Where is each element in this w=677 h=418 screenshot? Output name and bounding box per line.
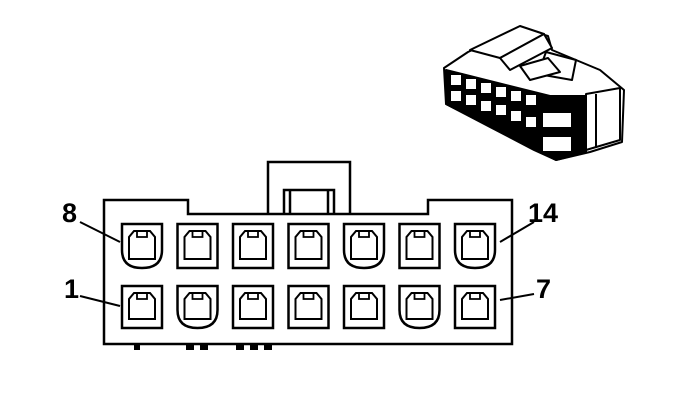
terminal-notch	[469, 293, 481, 300]
cavity-pin-3	[231, 284, 275, 330]
cavity-pin-6	[398, 284, 441, 330]
cavity-pin-9	[176, 222, 219, 270]
terminal-notch	[358, 293, 370, 300]
cavity-pin-14	[453, 222, 497, 270]
terminal-notch	[191, 231, 204, 238]
terminal-notch	[302, 293, 315, 300]
pin-label-7: 7	[536, 274, 551, 304]
terminal-outline	[461, 230, 489, 260]
terminal-outline	[128, 230, 156, 260]
terminal-outline	[405, 230, 434, 260]
terminal-notch	[302, 231, 315, 238]
cavity-pin-12	[342, 222, 386, 270]
terminal-notch	[413, 231, 426, 238]
terminal-notch	[191, 293, 204, 300]
terminal-notch	[136, 293, 148, 300]
terminal-notch	[247, 231, 259, 238]
connector-front-view	[102, 160, 514, 350]
terminal-notch	[469, 231, 481, 238]
terminal-outline	[183, 230, 212, 260]
leader-line-1	[79, 295, 121, 307]
connector-isometric-view	[443, 25, 625, 161]
terminal-outline	[405, 292, 434, 320]
cavity-pin-5	[342, 284, 386, 330]
terminal-outline	[461, 292, 489, 320]
cavity-pin-1	[120, 284, 164, 330]
cavity-pin-2	[176, 284, 219, 330]
terminal-outline	[183, 292, 212, 320]
housing-bottom-nubs	[134, 344, 272, 350]
cavity-grid	[120, 222, 497, 330]
pin-label-1: 1	[64, 274, 79, 304]
pin-label-8: 8	[62, 198, 77, 228]
cavity-pin-8	[120, 222, 164, 270]
cavity-pin-7	[453, 284, 497, 330]
cavity-pin-11	[287, 222, 330, 270]
terminal-notch	[358, 231, 370, 238]
cavity-pin-13	[398, 222, 441, 270]
terminal-notch	[136, 231, 148, 238]
terminal-outline	[294, 230, 323, 260]
cavity-pin-10	[231, 222, 275, 270]
terminal-notch	[247, 293, 259, 300]
cavity-pin-4	[287, 284, 330, 330]
leader-line-8	[79, 221, 121, 243]
terminal-outline	[350, 230, 378, 260]
terminal-outline	[294, 292, 323, 320]
terminal-outline	[128, 292, 156, 320]
latch-tab	[266, 160, 352, 214]
leader-line-14	[499, 221, 535, 243]
leader-line-7	[499, 293, 535, 301]
terminal-notch	[413, 293, 426, 300]
pin-label-14: 14	[528, 198, 558, 228]
terminal-outline	[350, 292, 378, 320]
terminal-outline	[239, 292, 267, 320]
terminal-outline	[239, 230, 267, 260]
leader-lines	[79, 221, 535, 307]
